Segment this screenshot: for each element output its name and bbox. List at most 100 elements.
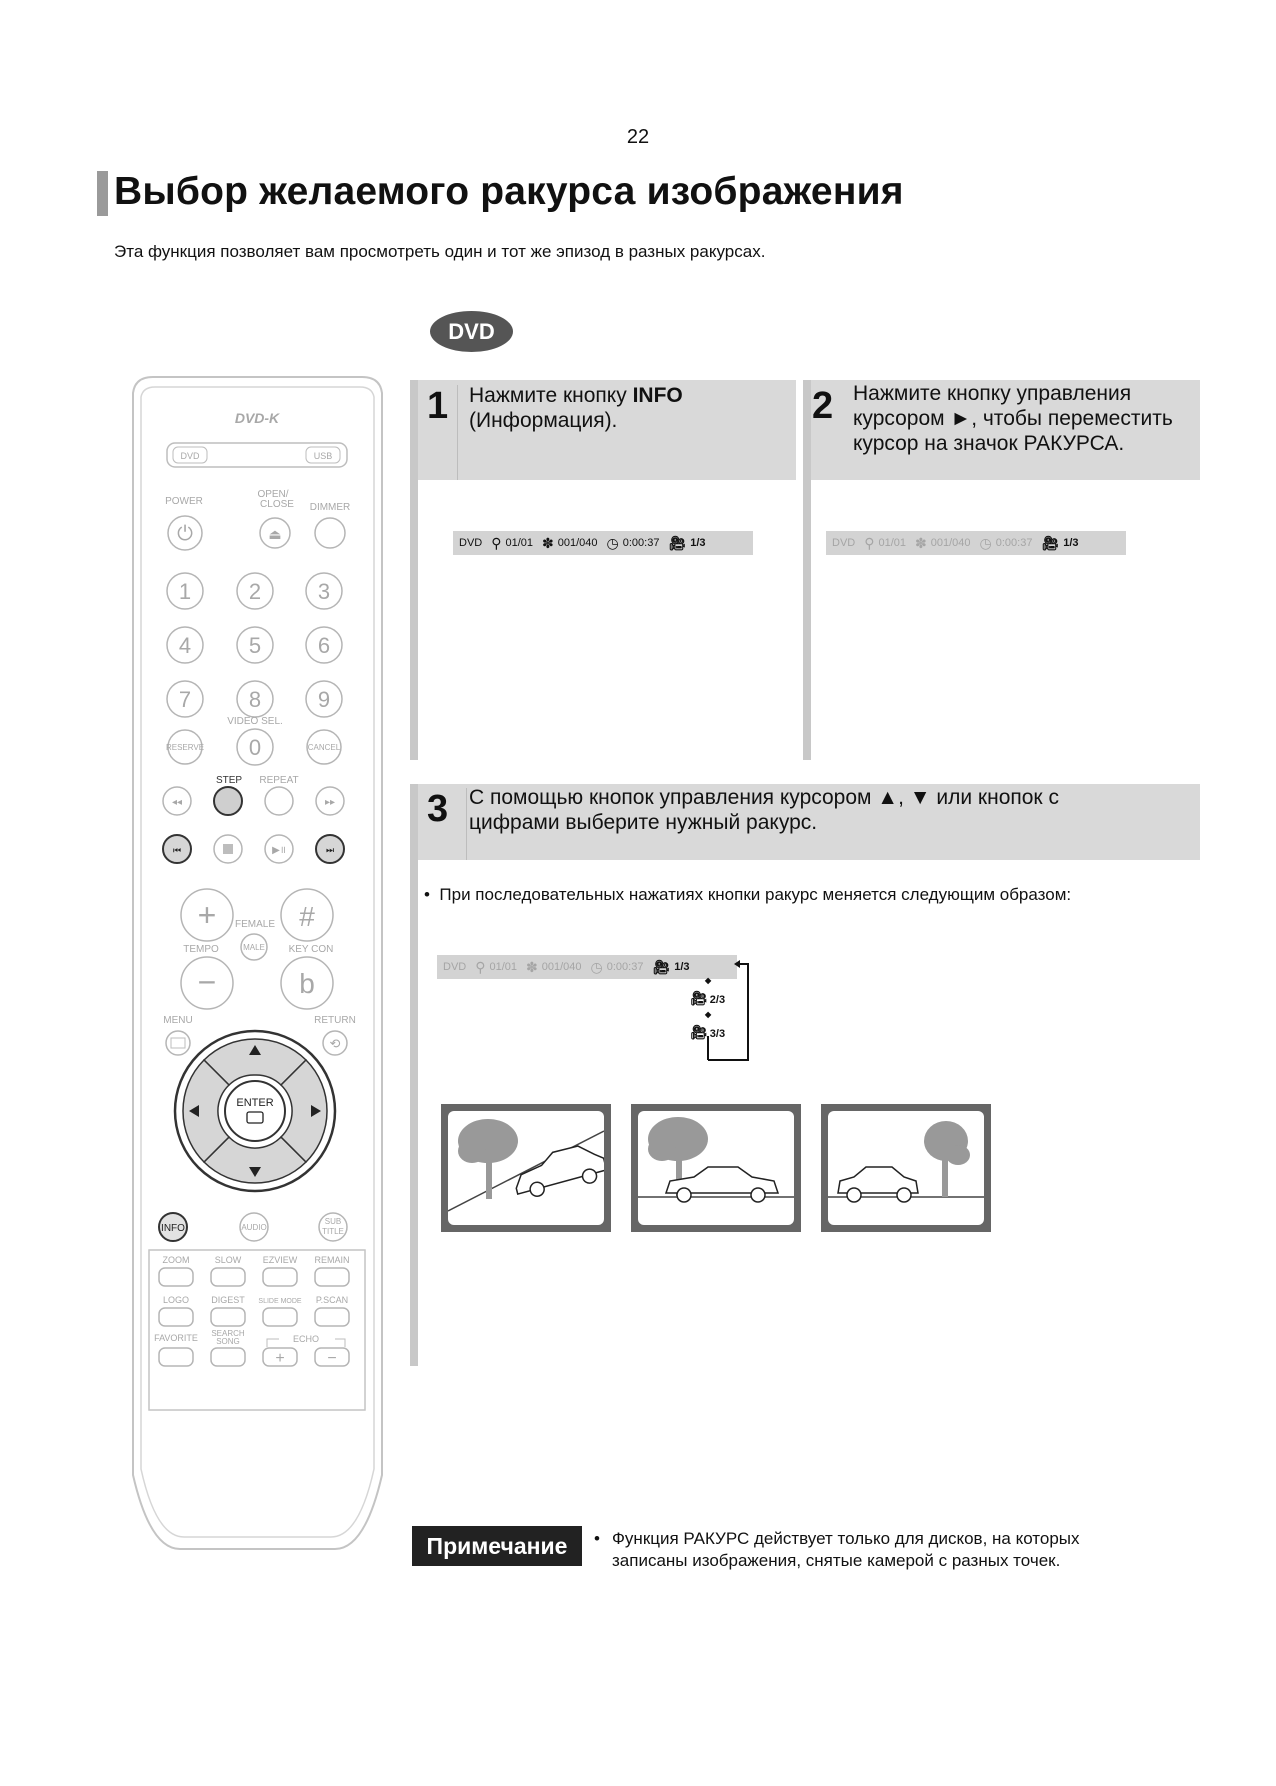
up-arrow-icon [249, 1045, 261, 1055]
step-3-header [418, 784, 1200, 860]
echo-minus-button[interactable] [314, 1347, 350, 1367]
p-scan-label: P.SCAN [316, 1295, 348, 1305]
step-2-header [811, 380, 1200, 480]
angle-segment: 🎥︎1/3 [652, 960, 689, 974]
p-scan-button[interactable] [314, 1307, 350, 1327]
power-icon: ⏻ [177, 523, 193, 545]
rewind-button[interactable] [162, 786, 192, 816]
cancel-button[interactable]: CANCEL [308, 743, 341, 752]
time-segment: ◷0:00:37 [980, 536, 1033, 550]
step-1-text-bold: INFO [632, 384, 683, 407]
down-arrow-icon: ◆ [705, 976, 712, 985]
key-sharp-button[interactable] [280, 888, 334, 942]
digit-8[interactable]: 8 [249, 687, 261, 712]
return-button[interactable] [322, 1030, 348, 1056]
subtitle-button[interactable] [318, 1212, 348, 1242]
step-button[interactable] [213, 786, 243, 816]
audio-label: AUDIO [241, 1223, 266, 1232]
next-icon: ⏭ [326, 846, 334, 856]
play-pause-button[interactable] [264, 834, 294, 864]
remain-label: REMAIN [314, 1255, 349, 1265]
angle-segment: 🎥︎1/3 [1041, 536, 1078, 550]
digit-9[interactable]: 9 [318, 687, 330, 712]
scene-angle-3 [821, 1104, 991, 1232]
enter-button[interactable] [224, 1080, 286, 1142]
right-arrow-icon [311, 1105, 321, 1117]
open-close-button[interactable] [259, 517, 291, 549]
time-segment: ◷0:00:37 [607, 536, 660, 550]
bullet-line: При последовательных нажатиях кнопки рак… [439, 885, 1072, 904]
echo-plus-button[interactable] [262, 1347, 298, 1367]
digit-4[interactable]: 4 [179, 633, 191, 658]
male-button[interactable] [240, 933, 268, 961]
repeat-button[interactable] [264, 786, 294, 816]
zoom-button[interactable] [158, 1267, 194, 1287]
step-3-divider [466, 788, 467, 860]
power-button[interactable] [167, 515, 203, 551]
tempo-minus-button[interactable] [180, 956, 234, 1010]
enter-icon [246, 1111, 264, 1124]
step-2-frame [803, 380, 1200, 760]
slide-mode-button[interactable] [262, 1307, 298, 1327]
dimmer-button[interactable] [314, 517, 346, 549]
digit-0[interactable]: 0 [249, 735, 261, 760]
key-flat-button[interactable] [280, 956, 334, 1010]
digit-7[interactable]: 7 [179, 687, 191, 712]
disc-type: DVD [832, 537, 856, 549]
title-icon: ⚲ [475, 959, 486, 975]
digit-5[interactable]: 5 [249, 633, 261, 658]
angle-segment: 🎥︎1/3 [668, 536, 705, 550]
search-song-button[interactable] [210, 1347, 246, 1367]
slow-button[interactable] [210, 1267, 246, 1287]
stop-button[interactable] [213, 834, 243, 864]
title-value: 01/01 [505, 537, 534, 549]
sharp-symbol: # [299, 901, 315, 932]
favorite-button[interactable] [158, 1347, 194, 1367]
digit-3[interactable]: 3 [318, 579, 330, 604]
ezview-label: EZVIEW [263, 1255, 298, 1265]
next-button[interactable] [315, 834, 345, 864]
nav-right-button[interactable] [279, 1058, 328, 1164]
digit-6[interactable]: 6 [318, 633, 330, 658]
reserve-button[interactable]: RESERVE [166, 743, 204, 752]
step-2-number: 2 [812, 385, 834, 427]
camera-icon: 🎥︎ [690, 1024, 708, 1040]
remote-dvd-button[interactable]: DVD [180, 451, 200, 461]
open-label-1: OPEN/ [257, 489, 288, 500]
remote-usb-button[interactable]: USB [314, 451, 333, 461]
forward-button[interactable] [315, 786, 345, 816]
step-1-text: Нажмите кнопку INFO (Информация). [469, 383, 789, 433]
info-label: INFO [161, 1223, 185, 1234]
menu-button[interactable] [165, 1030, 191, 1056]
return-icon: ⟲ [330, 1036, 341, 1051]
remote-logo: DVD-K [235, 410, 280, 426]
nav-down-button[interactable] [202, 1135, 308, 1184]
tempo-plus-button[interactable] [180, 888, 234, 942]
enter-label: ENTER [236, 1097, 273, 1109]
remain-button[interactable] [314, 1267, 350, 1287]
chapter-segment: ✽001/040 [542, 536, 598, 550]
female-label: FEMALE [235, 919, 275, 930]
digest-button[interactable] [210, 1307, 246, 1327]
logo-button[interactable] [158, 1307, 194, 1327]
info-button[interactable] [158, 1212, 188, 1242]
number-pad: 1 2 3 4 5 6 7 8 9 VIDEO SEL. RESERVE 0 C… [166, 572, 343, 766]
chapter-value: 001/040 [541, 961, 582, 973]
camera-icon: 🎥︎ [1041, 535, 1060, 551]
step-3-text: С помощью кнопок управления курсором ▲, … [469, 786, 1059, 834]
dimmer-label: DIMMER [310, 502, 351, 513]
nav-left-button[interactable] [182, 1058, 231, 1164]
prev-button[interactable] [162, 834, 192, 864]
time-value: 0:00:37 [995, 537, 1033, 549]
audio-button[interactable] [239, 1212, 269, 1242]
digit-1[interactable]: 1 [179, 579, 191, 604]
loop-arrow [707, 960, 749, 1061]
angle-step-3: 🎥︎3/3 [690, 1024, 725, 1041]
time-segment: ◷0:00:37 [591, 960, 644, 974]
digit-2[interactable]: 2 [249, 579, 261, 604]
forward-icon: ▸▸ [325, 797, 335, 808]
nav-up-button[interactable] [202, 1038, 308, 1087]
clock-icon: ◷ [979, 535, 992, 551]
disc-type: DVD [459, 537, 483, 549]
ezview-button[interactable] [262, 1267, 298, 1287]
